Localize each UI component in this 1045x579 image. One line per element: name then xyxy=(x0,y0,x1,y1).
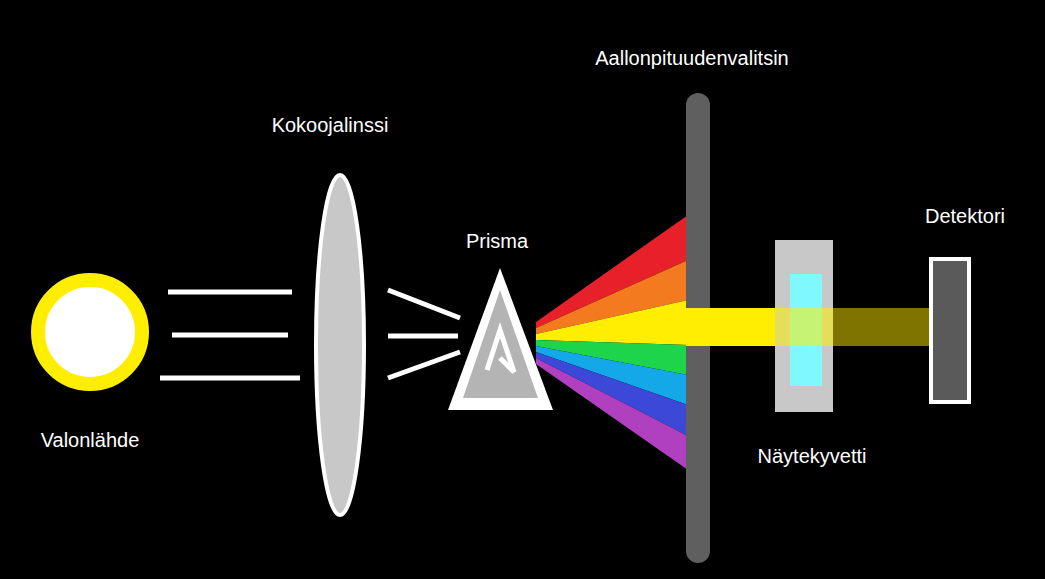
part-label: Prisma xyxy=(466,229,528,253)
spectrum-band xyxy=(536,300,688,345)
prism-mark xyxy=(487,330,514,372)
selected-beam xyxy=(686,308,790,346)
part-label: Detektori xyxy=(925,204,1005,228)
sample-cuvette xyxy=(775,240,833,412)
spectrum-band xyxy=(536,358,688,470)
light-source-core xyxy=(60,302,120,362)
beam-in-cuvette xyxy=(775,308,833,346)
light-source xyxy=(38,280,142,384)
part-label: Näytekyvetti xyxy=(758,444,867,468)
part-label: Valonlähde xyxy=(41,428,140,452)
transmitted-beam xyxy=(833,308,933,346)
converging-lens xyxy=(316,175,364,515)
prism xyxy=(448,268,553,410)
part-label: Aallonpituudenvalitsin xyxy=(595,46,788,70)
detector xyxy=(931,259,969,402)
part-label: Kokoojalinssi xyxy=(272,113,389,137)
spectrum-band xyxy=(536,352,688,436)
light-rays xyxy=(160,292,300,378)
converging-rays xyxy=(388,290,460,378)
prism-inner xyxy=(463,290,538,398)
spectrum-fan xyxy=(536,215,688,470)
